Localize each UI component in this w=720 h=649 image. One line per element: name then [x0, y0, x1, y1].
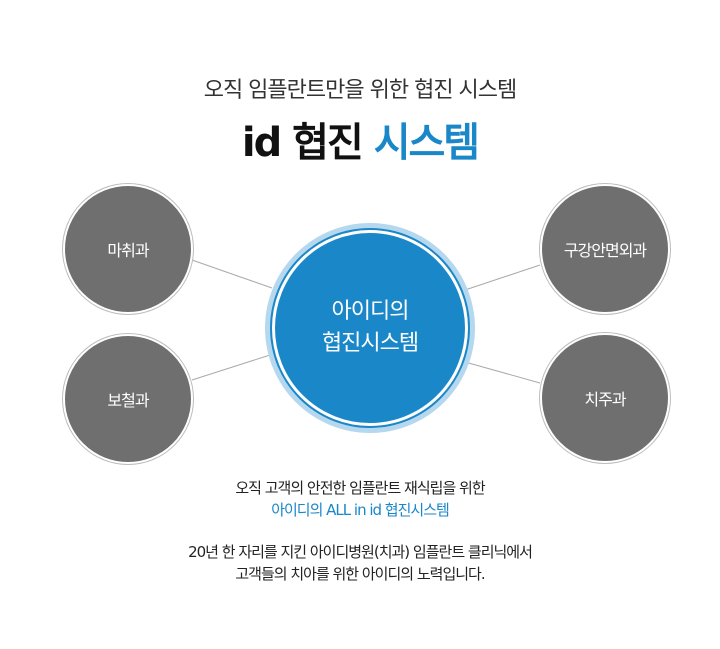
department-anesthesiology: 마취과: [63, 184, 193, 314]
connector-line: [464, 361, 541, 384]
department-oral-surgery: 구강안면외과: [540, 184, 670, 314]
description-line-accent: 아이디의 ALL in id 협진시스템: [271, 501, 450, 519]
department-label: 구강안면외과: [563, 241, 647, 260]
description-line: 오직 고객의 안전한 임플란트 재식립을 위한: [235, 479, 485, 497]
page-subtitle: 오직 임플란트만을 위한 협진 시스템: [203, 78, 518, 103]
description-line: 고객들의 치아를 위한 아이디의 노력입니다.: [235, 565, 485, 583]
center-label-line2: 협진시스템: [321, 331, 419, 356]
department-label: 마취과: [107, 241, 149, 260]
center-circle: 아이디의 협진시스템: [272, 230, 468, 426]
description-block-2: 20년 한 자리를 지킨 아이디병원(치과) 임플란트 클리닉에서 고객들의 치…: [0, 541, 720, 585]
department-prosthodontics: 보철과: [63, 334, 193, 464]
connector-line: [464, 264, 541, 291]
connector-line: [191, 259, 273, 289]
connector-line: [191, 354, 271, 381]
description-line: 20년 한 자리를 지킨 아이디병원(치과) 임플란트 클리닉에서: [188, 543, 533, 561]
department-label: 치주과: [584, 390, 626, 409]
title-main: id 협진: [241, 120, 364, 166]
page-title: id 협진 시스템: [0, 110, 720, 168]
description-block-1: 오직 고객의 안전한 임플란트 재식립을 위한 아이디의 ALL in id 협…: [0, 477, 720, 521]
department-periodontics: 치주과: [540, 333, 670, 463]
title-accent: 시스템: [373, 120, 480, 166]
department-label: 보철과: [107, 391, 149, 410]
center-label-line1: 아이디의: [331, 299, 410, 324]
